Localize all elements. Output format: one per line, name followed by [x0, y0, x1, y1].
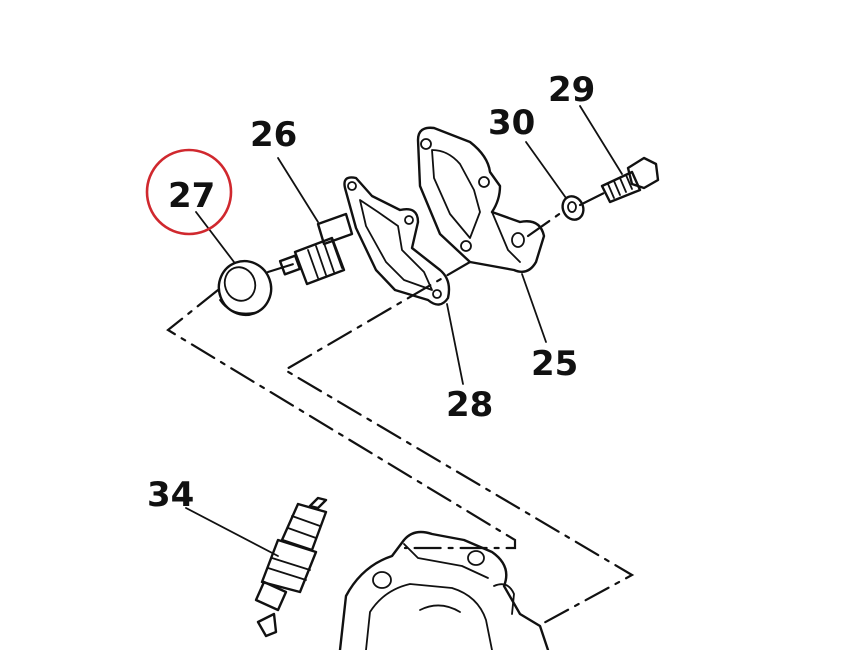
label-28: 28 [446, 385, 493, 425]
part-34-spark-plug[interactable] [254, 496, 328, 638]
part-27-seal[interactable] [211, 254, 278, 323]
part-30-washer[interactable] [559, 193, 587, 223]
highlight-circle-27 [145, 148, 233, 236]
label-26: 26 [250, 115, 297, 155]
part-29-bolt[interactable] [600, 156, 660, 204]
label-25: 25 [531, 344, 578, 384]
assembly-path-lines [166, 188, 635, 627]
label-34: 34 [147, 475, 194, 515]
part-26-thermostat[interactable] [278, 212, 354, 286]
leader-lines [185, 105, 623, 557]
label-30: 30 [488, 103, 535, 143]
part-labels: 27 26 28 25 30 29 34 [147, 70, 595, 515]
label-29: 29 [548, 70, 595, 110]
part-28-gasket[interactable] [343, 176, 451, 306]
cylinder-head-housing[interactable] [338, 530, 550, 650]
label-27: 27 [168, 176, 215, 216]
part-25-cover[interactable] [416, 126, 546, 273]
